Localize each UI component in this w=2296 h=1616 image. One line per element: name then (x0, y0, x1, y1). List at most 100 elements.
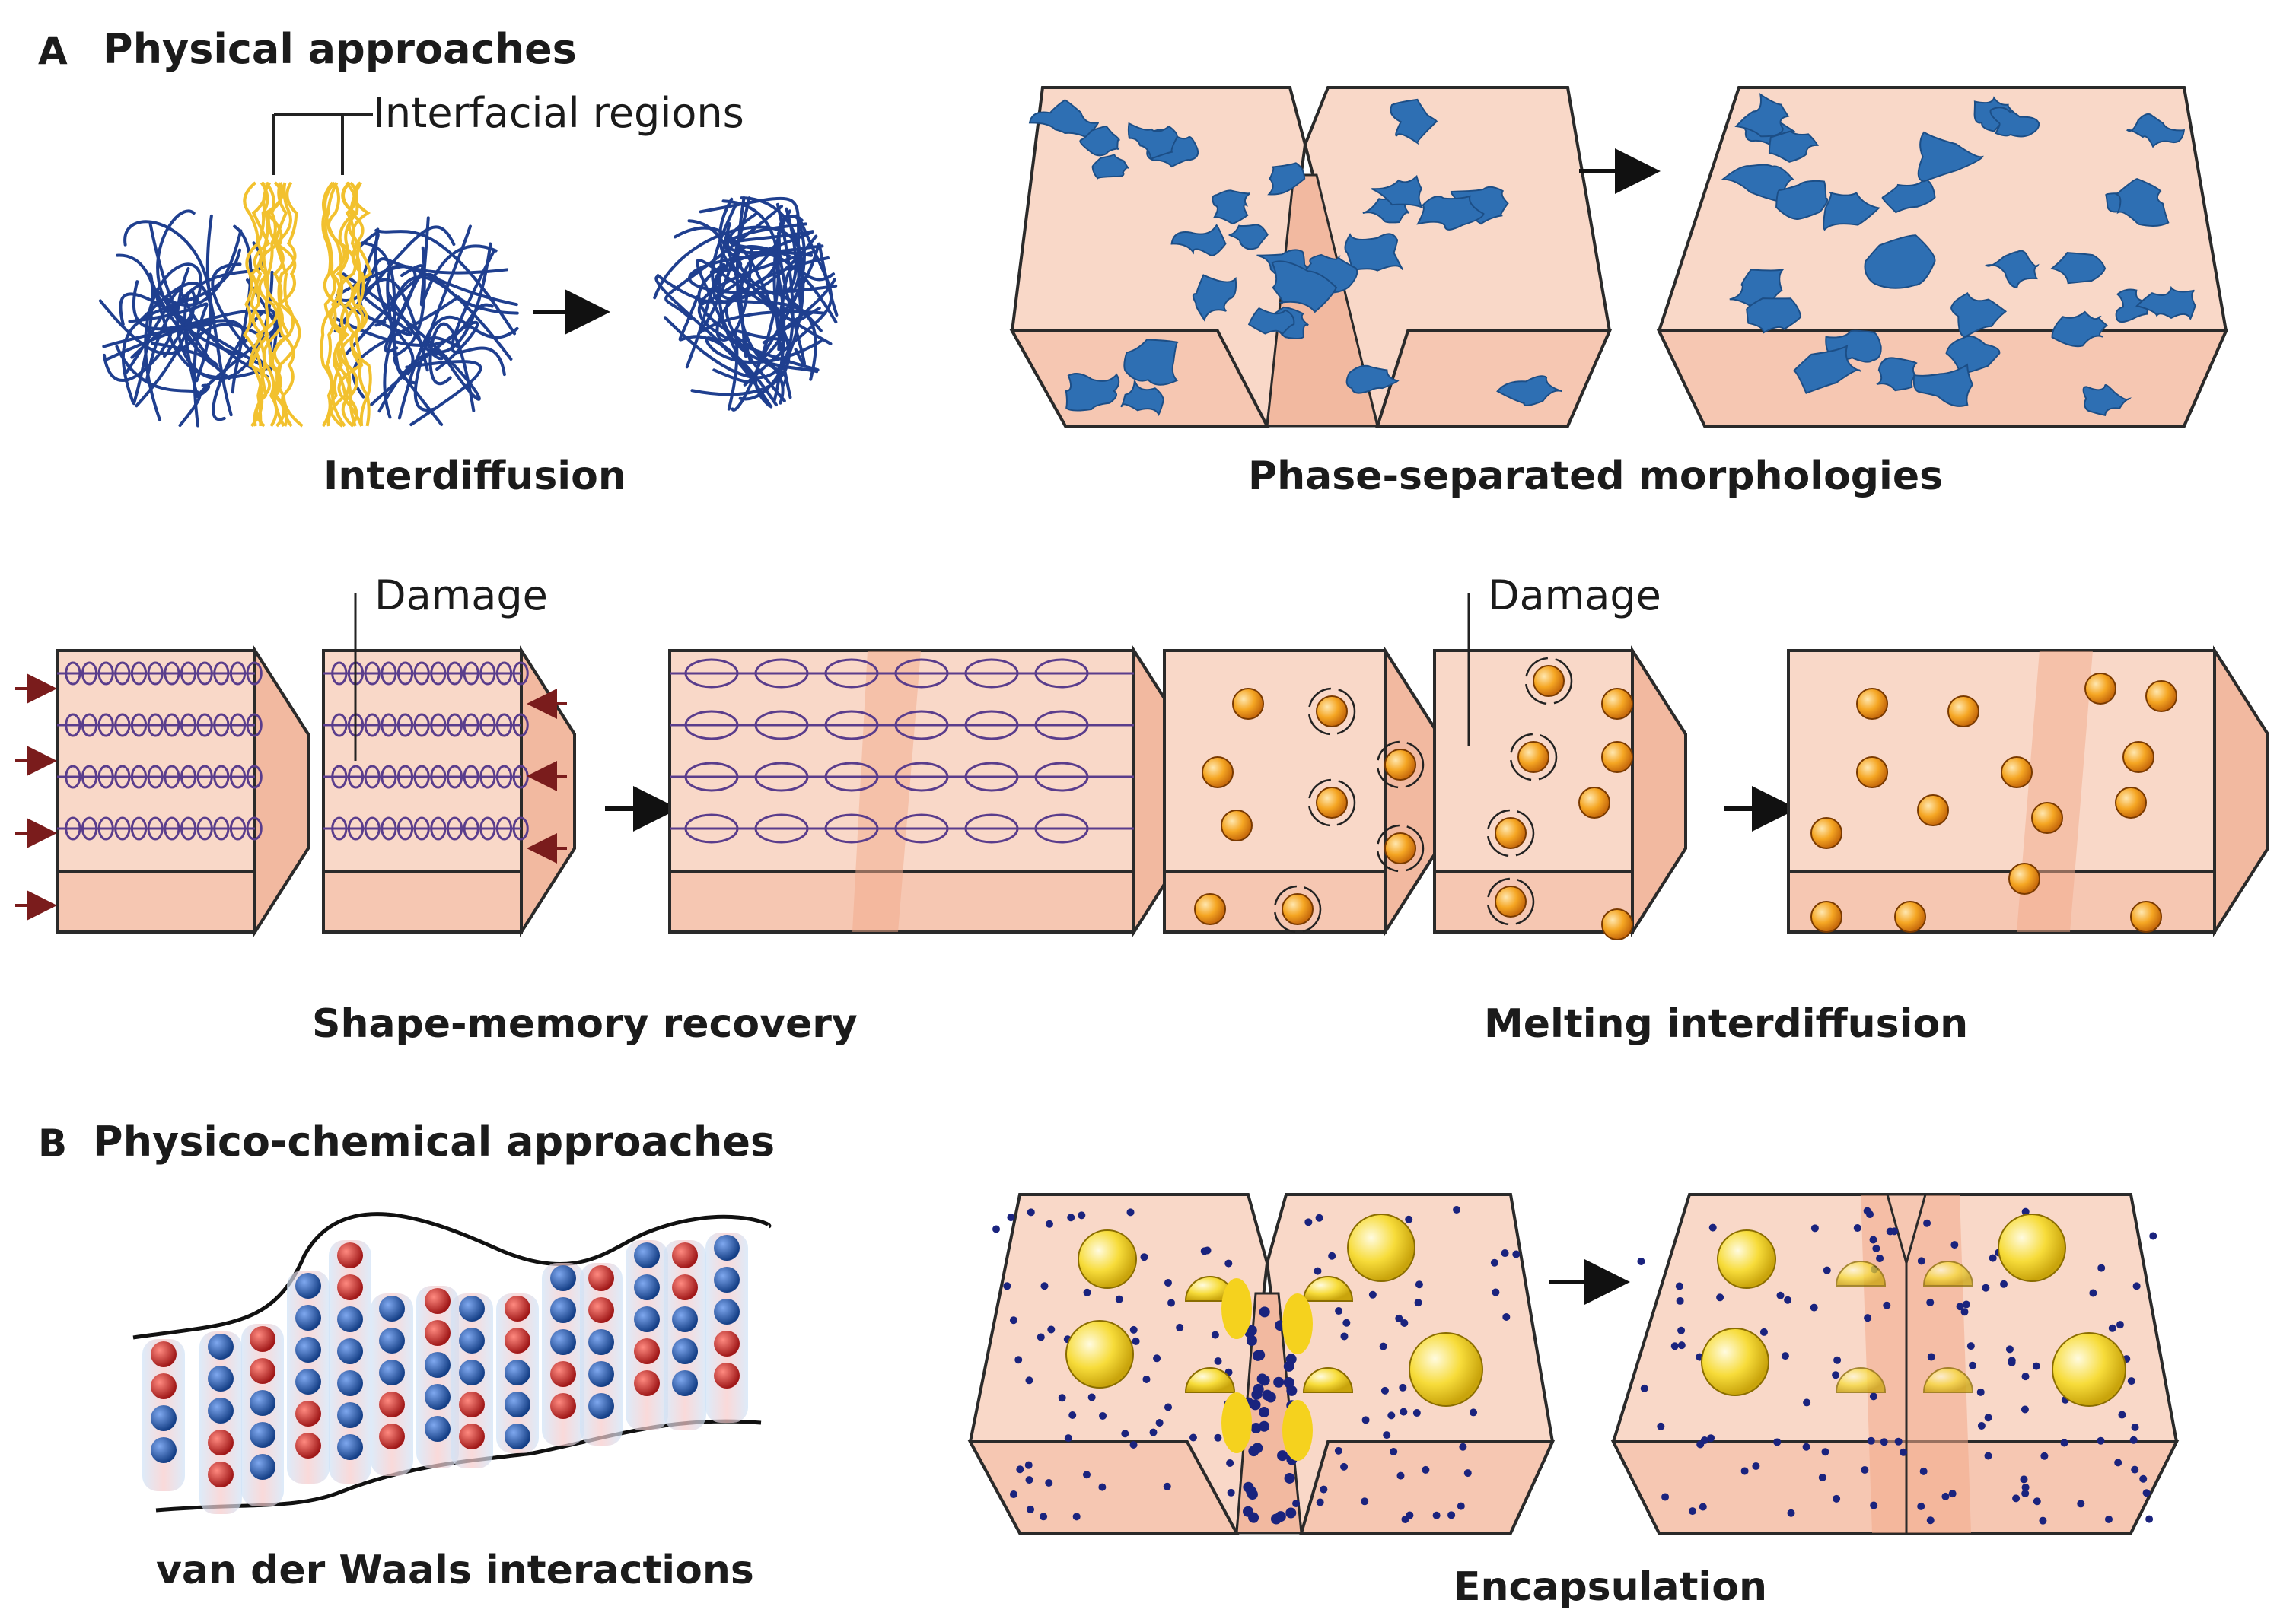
healing-agent-dot (1248, 1512, 1259, 1523)
healing-agent-dot (1432, 1511, 1441, 1519)
blue-bead (295, 1337, 321, 1363)
coil-segment (130, 713, 148, 737)
healing-agent-dot (1864, 1314, 1872, 1322)
healing-agent-dot (1675, 1282, 1683, 1290)
phase-domain (1212, 189, 1251, 225)
healing-agent-dot (1226, 1459, 1234, 1467)
particle (1601, 688, 1633, 720)
phase-block-damaged (1009, 86, 1613, 428)
coil-segment (130, 816, 148, 841)
particle (2130, 901, 2162, 933)
healing-agent-dot (1214, 1433, 1222, 1442)
coil-segment (381, 816, 397, 841)
healing-agent-dot (1740, 1467, 1749, 1475)
healing-agent-dot (1283, 1376, 1294, 1388)
coil-segment (495, 661, 513, 686)
healing-agent-dot (2039, 1516, 2047, 1525)
red-bead (151, 1341, 177, 1367)
phase-domain (1945, 335, 2001, 374)
healing-agent-dot (1246, 1335, 1257, 1347)
coil-segment (81, 765, 98, 789)
coil-segment (479, 816, 496, 841)
coil-segment (130, 765, 148, 789)
healing-agent-dot (1390, 1448, 1398, 1456)
coil-segment (684, 813, 739, 844)
coil-segment (114, 661, 131, 686)
phase-domain (2051, 310, 2108, 348)
red-bead (505, 1328, 530, 1354)
healing-agent-dot (2021, 1373, 2030, 1381)
microcapsule (1409, 1332, 1483, 1407)
healing-agent-dot (1227, 1488, 1235, 1497)
microcapsule (2052, 1332, 2126, 1407)
coil-segment (364, 713, 381, 737)
healing-agent-dot (1984, 1452, 1992, 1460)
block-front (668, 870, 1135, 934)
healing-agent-dot (1025, 1476, 1033, 1484)
coil-segment (754, 762, 809, 792)
healing-agent-dot (1927, 1353, 1935, 1361)
particle (1856, 756, 1888, 788)
polymer-chain (451, 250, 506, 377)
healing-agent-dot (2132, 1282, 2141, 1290)
red-bead (634, 1370, 660, 1396)
healing-agent-dot (1512, 1250, 1521, 1258)
coil-segment (446, 765, 463, 789)
healing-agent-dot (1776, 1291, 1785, 1299)
phase-domain (1120, 380, 1165, 417)
healing-agent-dot (1923, 1219, 1931, 1227)
healing-agent-dot (1459, 1443, 1467, 1451)
healing-agent-dot (2149, 1232, 2157, 1240)
coil-segment (1034, 813, 1089, 844)
coil-segment (381, 765, 397, 789)
red-bead (459, 1392, 485, 1417)
blue-bead (714, 1267, 740, 1293)
coil-segment (65, 816, 81, 841)
red-bead (250, 1358, 275, 1384)
coil-segment (147, 713, 164, 737)
polymer-chain (342, 272, 481, 401)
healing-agent-dot (1082, 1471, 1091, 1479)
polymer-chain (762, 278, 836, 345)
phase-block-healed (1656, 86, 2229, 428)
coil-segment (97, 816, 114, 841)
coil-segment (246, 713, 263, 737)
healing-agent-dot (1315, 1214, 1323, 1222)
interfacial-chain (325, 182, 346, 428)
healing-agent-dot (1640, 1384, 1648, 1392)
healing-agent-dot (1037, 1333, 1045, 1341)
coil-segment (824, 813, 879, 844)
coil-segment (430, 765, 447, 789)
phase-domain (1876, 357, 1919, 392)
phase-domain (2082, 384, 2132, 417)
red-bead (337, 1242, 363, 1268)
healing-agent-dot (1040, 1282, 1049, 1290)
ruptured-capsule (1302, 1276, 1354, 1302)
block-side (1631, 645, 1687, 937)
coil-segment (364, 765, 381, 789)
polymer-chain (705, 336, 823, 409)
block-side (520, 645, 576, 937)
blue-bead (295, 1305, 321, 1331)
healing-agent-dot (1867, 1436, 1875, 1445)
healing-agent-dot (1470, 1408, 1478, 1417)
healing-agent-dot (1214, 1357, 1222, 1365)
blue-bead (425, 1352, 451, 1378)
blue-bead (714, 1235, 740, 1261)
coil-segment (114, 765, 131, 789)
particle (1810, 901, 1842, 933)
healing-agent-dot (1400, 1408, 1408, 1416)
particle (1316, 695, 1348, 727)
coil-segment (196, 816, 213, 841)
phase-domain (2115, 288, 2155, 323)
caption-interdiffusion: Interdiffusion (323, 453, 626, 499)
particle (2008, 863, 2040, 895)
blue-bead (151, 1405, 177, 1431)
healing-agent-dot (1661, 1493, 1670, 1501)
healing-agent-dot (2000, 1280, 2008, 1288)
blue-bead (295, 1369, 321, 1395)
blue-bead (634, 1306, 660, 1332)
blue-bead (634, 1274, 660, 1300)
coil-segment (479, 765, 496, 789)
blue-bead (295, 1273, 321, 1299)
